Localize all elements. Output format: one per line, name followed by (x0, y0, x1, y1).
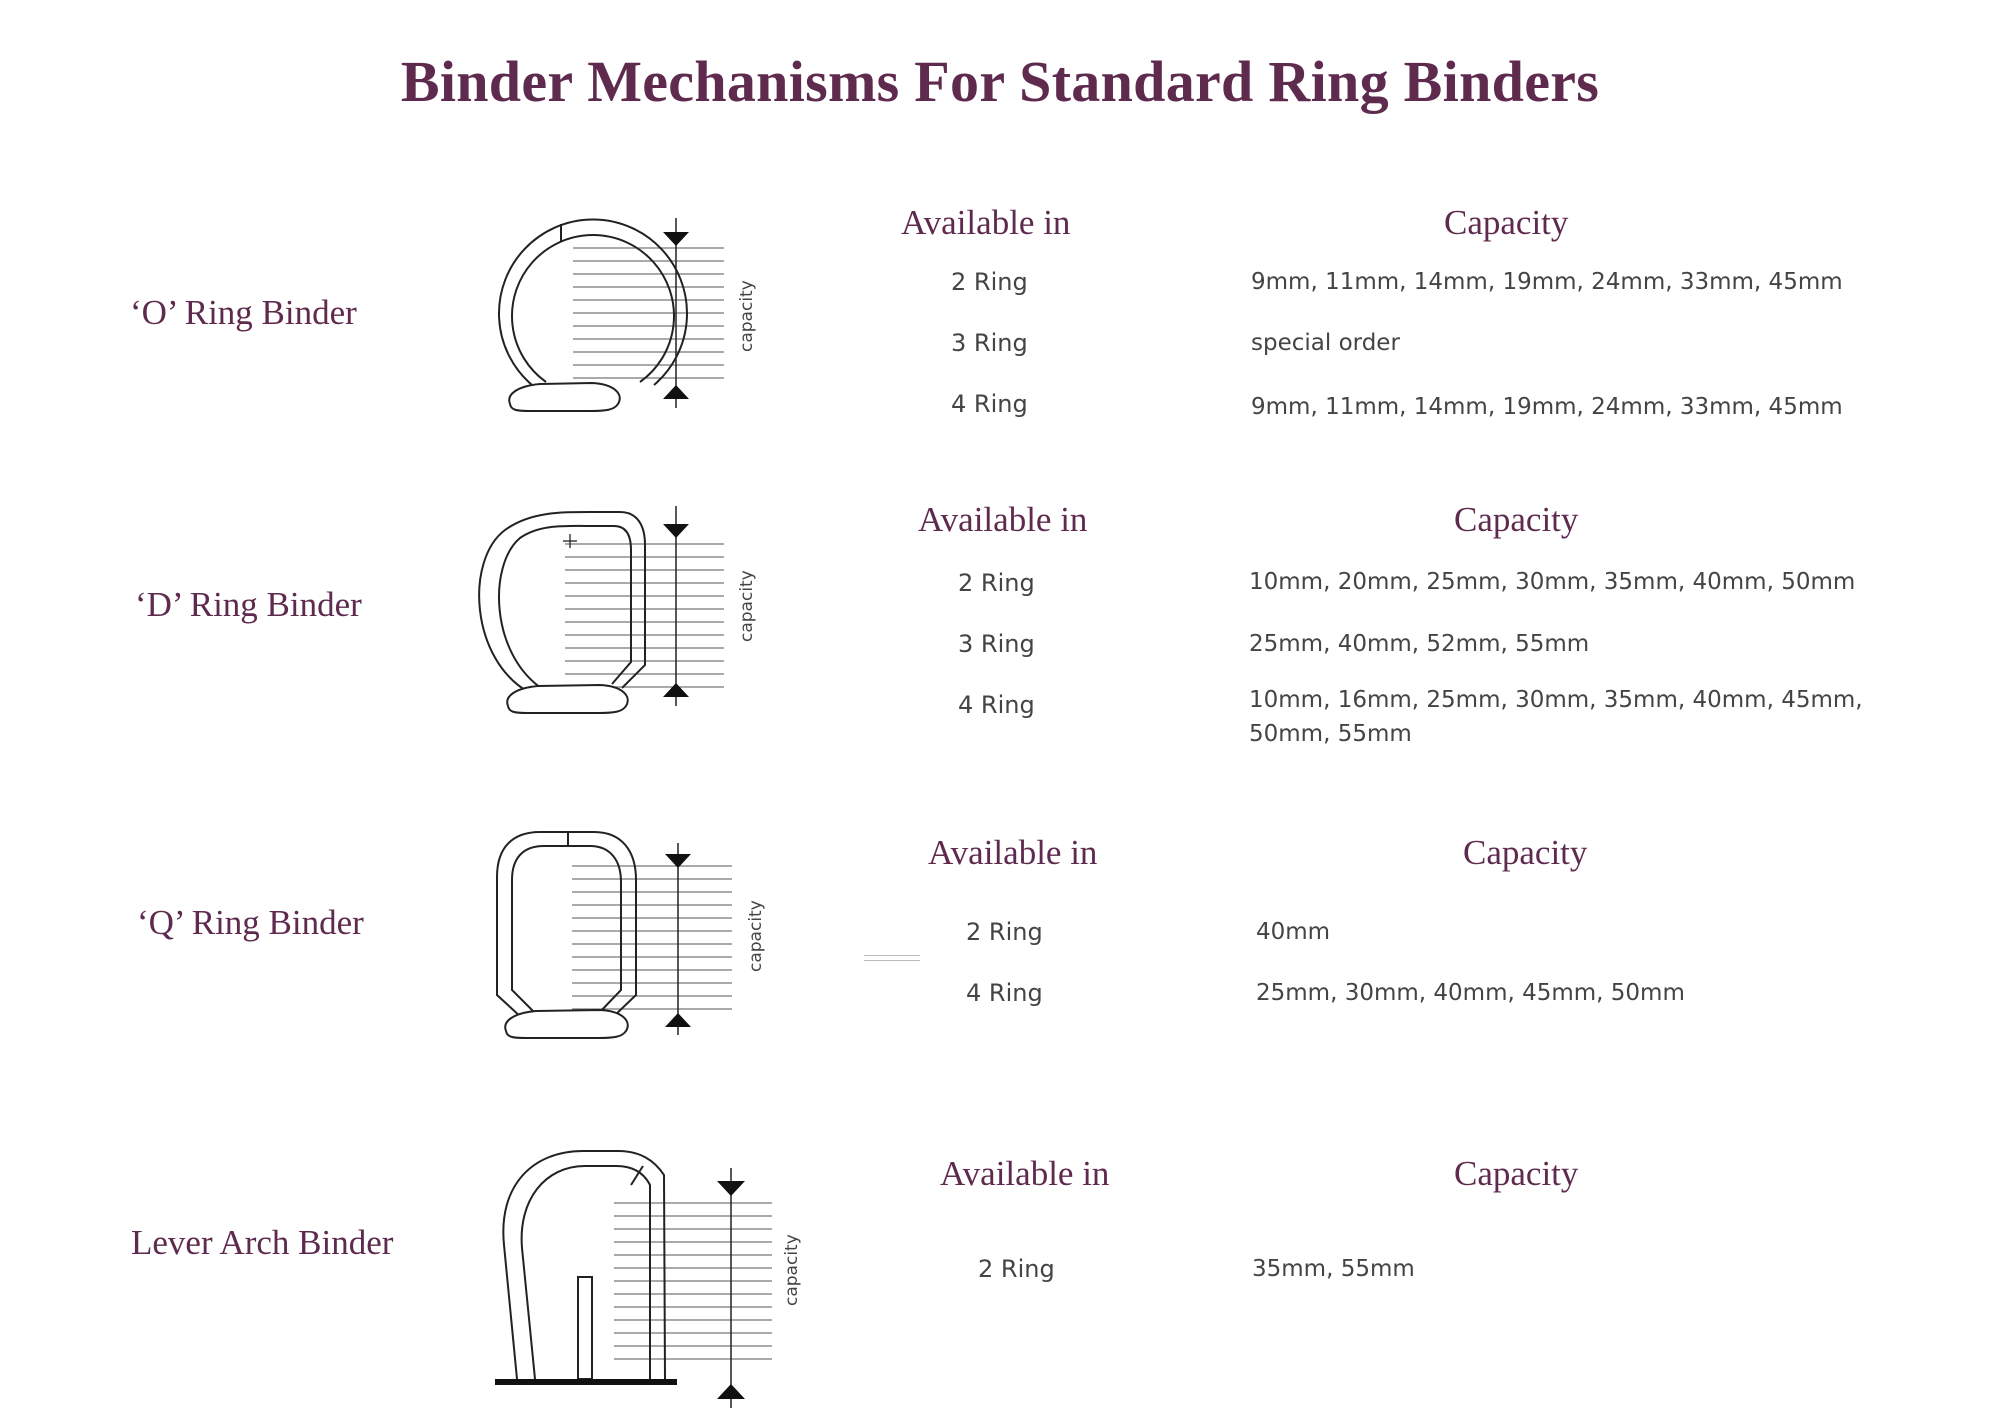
decorative-divider (864, 955, 920, 956)
lever-arch-capacity-header: Capacity (1454, 1154, 1579, 1193)
binder-name-q-ring: ‘Q’ Ring Binder (137, 903, 364, 942)
q-ring-option-capacity: 40mm (1256, 919, 1331, 945)
o-ring-capacity-header: Capacity (1444, 203, 1569, 242)
lever-arch-available-header: Available in (940, 1154, 1110, 1193)
lever-arch-capacity-label: capacity (782, 1234, 802, 1306)
lever-arch-capacity-arrow (717, 1168, 745, 1408)
q-ring-shape (496, 831, 637, 1039)
d-ring-option-rings: 3 Ring (958, 630, 1035, 658)
q-ring-paper-stack (572, 865, 732, 1010)
q-ring-available-header: Available in (928, 833, 1098, 872)
d-ring-capacity-header: Capacity (1454, 500, 1579, 539)
o-ring-option-rings: 4 Ring (951, 390, 1028, 418)
o-ring-option-capacity: 9mm, 11mm, 14mm, 19mm, 24mm, 33mm, 45mm (1251, 269, 1843, 295)
o-ring-option-capacity: 9mm, 11mm, 14mm, 19mm, 24mm, 33mm, 45mm (1251, 394, 1843, 420)
d-ring-available-header: Available in (918, 500, 1088, 539)
q-ring-option-rings: 4 Ring (966, 979, 1043, 1007)
o-ring-option-capacity: special order (1251, 330, 1400, 356)
d-ring-option-capacity: 10mm, 16mm, 25mm, 30mm, 35mm, 40mm, 45mm… (1249, 687, 1863, 747)
binder-name-o-ring: ‘O’ Ring Binder (130, 293, 357, 332)
lever-arch-option-capacity: 35mm, 55mm (1252, 1256, 1415, 1282)
lever-arch-base-plate (495, 1379, 677, 1385)
d-ring-shape (478, 511, 646, 714)
d-ring-capacity-label: capacity (737, 570, 757, 642)
page-title: Binder Mechanisms For Standard Ring Bind… (400, 49, 1600, 114)
binder-name-d-ring: ‘D’ Ring Binder (135, 585, 362, 624)
q-ring-option-rings: 2 Ring (966, 918, 1043, 946)
o-ring-available-header: Available in (901, 203, 1071, 242)
o-ring-shape (498, 218, 688, 412)
d-ring-option-capacity: 25mm, 40mm, 52mm, 55mm (1249, 631, 1590, 657)
o-ring-option-rings: 2 Ring (951, 268, 1028, 296)
d-ring-option-rings: 2 Ring (958, 569, 1035, 597)
binder-name-lever-arch: Lever Arch Binder (131, 1223, 394, 1262)
o-ring-option-rings: 3 Ring (951, 329, 1028, 357)
q-ring-capacity-header: Capacity (1463, 833, 1588, 872)
d-ring-option-capacity: 10mm, 20mm, 25mm, 30mm, 35mm, 40mm, 50mm (1249, 569, 1856, 595)
q-ring-option-capacity: 25mm, 30mm, 40mm, 45mm, 50mm (1256, 980, 1685, 1006)
d-ring-option-rings: 4 Ring (958, 691, 1035, 719)
lever-arch-option-rings: 2 Ring (978, 1255, 1055, 1283)
d-ring-capacity-arrow (663, 506, 689, 706)
lever-arch-paper-stack (614, 1202, 772, 1360)
o-ring-capacity-label: capacity (737, 280, 757, 352)
q-ring-capacity-arrow (665, 843, 691, 1035)
lever-arch-shape (502, 1150, 666, 1380)
q-ring-capacity-label: capacity (746, 900, 766, 972)
decorative-divider (864, 960, 920, 961)
o-ring-paper-stack (573, 247, 724, 379)
o-ring-capacity-arrow (663, 218, 689, 408)
